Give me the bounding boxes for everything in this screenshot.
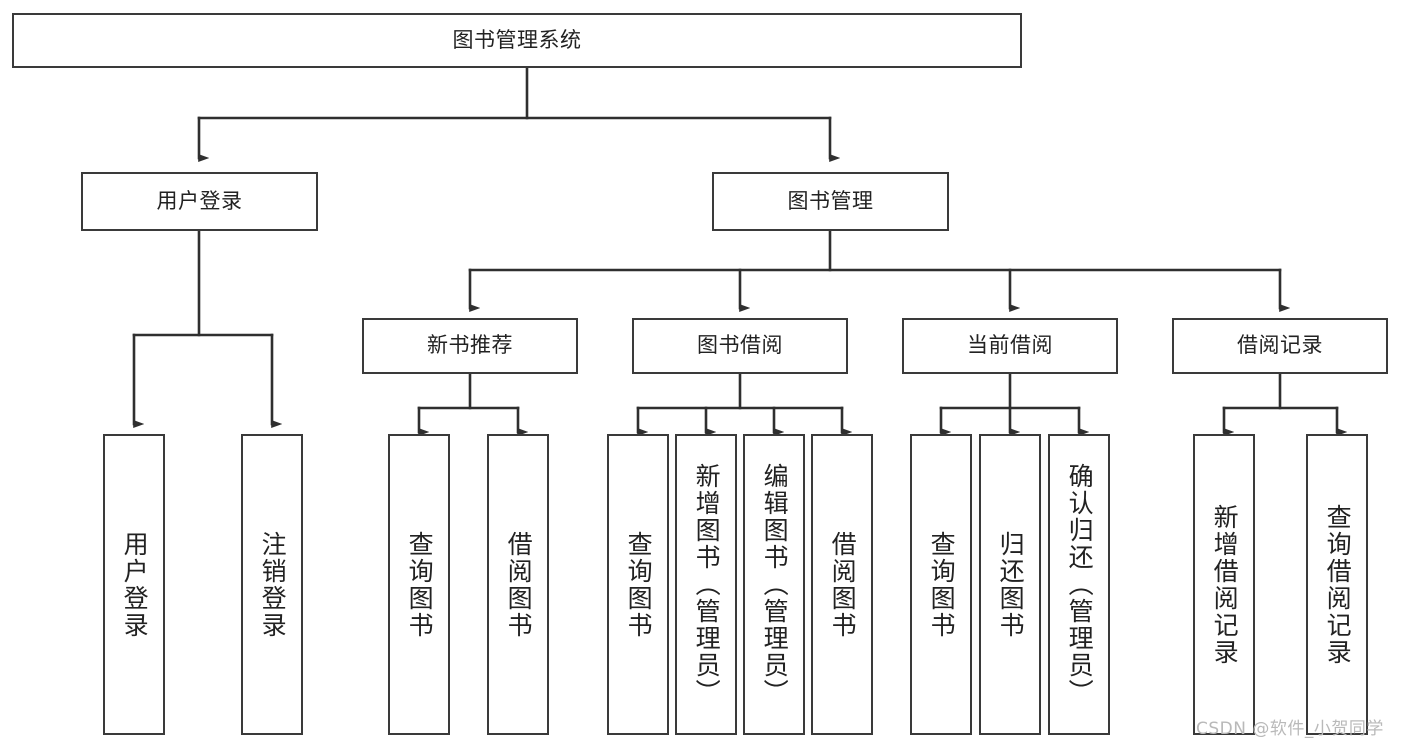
node-label: 查询图书 (405, 530, 435, 639)
leaf-book-borrow-add-book-admin[interactable]: 新增图书（管理员） (675, 434, 737, 735)
node-label: 图书管理 (787, 188, 874, 213)
leaf-current-borrow-query-book[interactable]: 查询图书 (910, 434, 972, 735)
node-label: 用户登录 (156, 188, 243, 213)
leaf-book-borrow-query-book[interactable]: 查询图书 (607, 434, 669, 735)
node-label: 编辑图书（管理员） (760, 463, 790, 706)
node-label: 查询图书 (624, 530, 654, 639)
leaf-book-borrow-edit-book-admin[interactable]: 编辑图书（管理员） (743, 434, 805, 735)
leaf-current-borrow-return-book[interactable]: 归还图书 (979, 434, 1041, 735)
node-user-login[interactable]: 用户登录 (81, 172, 318, 231)
node-label: 归还图书 (996, 530, 1026, 639)
node-label: 确认归还（管理员） (1065, 463, 1095, 706)
node-label: 注销登录 (258, 530, 288, 639)
node-current-borrow[interactable]: 当前借阅 (902, 318, 1118, 374)
leaf-new-book-borrow-book[interactable]: 借阅图书 (487, 434, 549, 735)
leaf-user-login-login[interactable]: 用户登录 (103, 434, 165, 735)
node-label: 新书推荐 (427, 333, 513, 358)
node-label: 新增图书（管理员） (692, 463, 722, 706)
node-label: 查询图书 (927, 530, 957, 639)
watermark-text: CSDN @软件_小贺同学 (1196, 719, 1384, 739)
node-label: 当前借阅 (967, 333, 1053, 358)
node-book-borrow[interactable]: 图书借阅 (632, 318, 848, 374)
leaf-new-book-query-book[interactable]: 查询图书 (388, 434, 450, 735)
node-borrow-record[interactable]: 借阅记录 (1172, 318, 1388, 374)
leaf-current-borrow-confirm-return-admin[interactable]: 确认归还（管理员） (1048, 434, 1110, 735)
node-new-book-recommend[interactable]: 新书推荐 (362, 318, 578, 374)
leaf-user-login-logout[interactable]: 注销登录 (241, 434, 303, 735)
node-label: 图书管理系统 (452, 27, 582, 52)
node-label: 借阅图书 (504, 530, 534, 639)
leaf-borrow-record-query-record[interactable]: 查询借阅记录 (1306, 434, 1368, 735)
node-label: 图书借阅 (697, 333, 783, 358)
leaf-book-borrow-borrow-book[interactable]: 借阅图书 (811, 434, 873, 735)
node-book-management[interactable]: 图书管理 (712, 172, 949, 231)
node-label: 用户登录 (120, 530, 150, 639)
node-label: 借阅记录 (1237, 333, 1323, 358)
leaf-borrow-record-add-record[interactable]: 新增借阅记录 (1193, 434, 1255, 735)
node-root-book-management-system[interactable]: 图书管理系统 (12, 13, 1022, 68)
node-label: 新增借阅记录 (1210, 503, 1240, 666)
node-label: 借阅图书 (828, 530, 858, 639)
node-label: 查询借阅记录 (1323, 503, 1353, 666)
